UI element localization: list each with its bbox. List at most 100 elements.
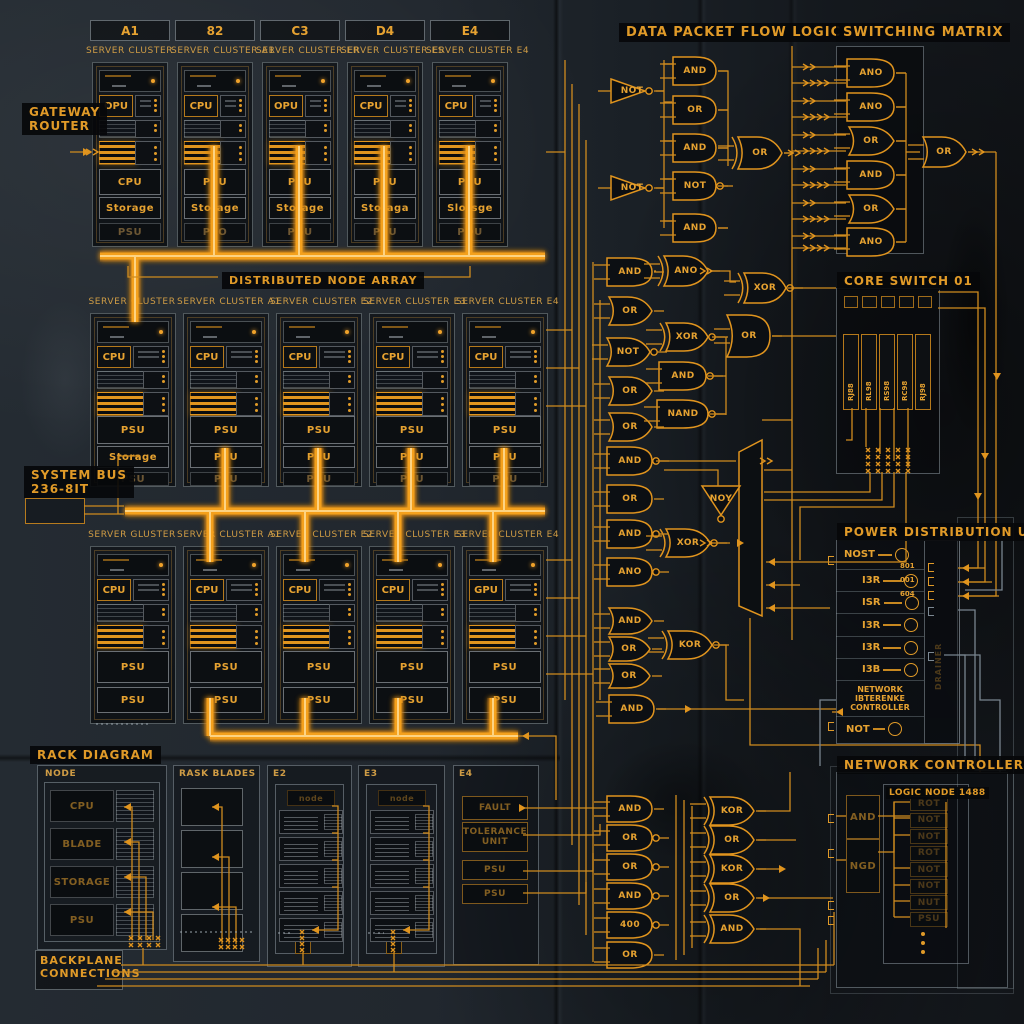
logic-gate-or: OR	[606, 663, 652, 689]
rack-slot: PSU	[469, 687, 541, 713]
io-module2	[236, 625, 262, 649]
status-led-icon	[159, 330, 163, 334]
rack-display	[184, 70, 246, 92]
io-module2	[220, 141, 246, 165]
gate-label: KOR	[678, 640, 702, 650]
blade-slot-0	[181, 788, 243, 826]
pdu-gray-stub-1	[928, 652, 934, 661]
nc-node-5: NOT	[910, 878, 948, 894]
port-block	[880, 296, 896, 308]
status-led-icon	[236, 79, 240, 83]
io-module2	[422, 625, 448, 649]
gate-label: OR	[724, 893, 740, 903]
vent-module	[469, 604, 517, 622]
io-module	[305, 120, 331, 138]
node-row-label-3: PSU	[50, 904, 114, 936]
module-stripes	[284, 841, 318, 857]
rack-slot: PSU	[376, 446, 448, 468]
rack-slot: Slorsge	[439, 197, 501, 219]
cpu-chip: CPU	[184, 95, 218, 117]
logic-gate-or: OR	[846, 126, 896, 156]
gate-label: XOR	[753, 283, 777, 293]
nc-left-stub-2	[828, 901, 834, 910]
node-panel-inner	[44, 782, 160, 942]
module-stripes	[284, 814, 318, 830]
rack-display	[354, 70, 416, 92]
cluster-title-1-1: SERVER CLUSTER A1	[177, 297, 281, 307]
core-card-0: RJ88	[843, 334, 859, 410]
dimm-module	[505, 346, 541, 368]
cpu-chip: CPU	[283, 346, 317, 368]
cpu-chip: CPU	[376, 579, 410, 601]
rack-header-2: C3	[260, 20, 340, 41]
e3-module-row-4	[370, 918, 434, 942]
logic-gate-ano: ANO	[846, 58, 896, 88]
module-grid	[324, 895, 342, 911]
status-led-icon	[531, 563, 535, 567]
rack-slot: PSU	[283, 651, 355, 683]
blade-slot-3	[181, 914, 243, 952]
drive-array-module	[376, 625, 424, 649]
rack-slot: PSU	[469, 651, 541, 683]
logic-gate-ano: ANO	[846, 227, 896, 257]
cluster-title-1-2: SERVER CLUSTER E2	[270, 297, 374, 307]
cluster-title-0-3: SERVER CLUSTER ES	[341, 46, 445, 56]
cluster-title-2-4: SERVER CLUSTER E4	[456, 530, 560, 540]
dimm-module	[475, 95, 501, 117]
nc-node-7: PSU	[910, 911, 948, 927]
module-grid	[324, 868, 342, 884]
logic-gate-and: AND	[672, 213, 718, 243]
core-card-label: RC98	[901, 380, 909, 401]
vent-module	[283, 371, 331, 389]
pdu-row-4: I3R	[836, 637, 924, 659]
system-bus-line1: SYSTEM BUS	[31, 468, 128, 482]
module-grid	[324, 922, 342, 938]
e4-slot-3: PSU	[462, 884, 528, 904]
dimm-module	[226, 346, 262, 368]
cluster-title-2-2: SERVER CLUSTER E2	[270, 530, 374, 540]
rack-slot: PSU	[97, 416, 169, 444]
gate-label: ANO	[618, 567, 642, 577]
io-module2	[390, 141, 416, 165]
texture-stain	[940, 200, 1010, 440]
core-card-label: RS98	[883, 380, 891, 401]
port-block	[899, 296, 914, 308]
gate-label: AND	[683, 223, 707, 233]
io-module	[329, 371, 355, 389]
rack-slot: PSU	[190, 446, 262, 468]
module-stripes	[375, 922, 409, 938]
status-led-icon	[252, 563, 256, 567]
pdu-breaker-icon	[894, 547, 909, 562]
gate-label: AND	[618, 456, 642, 466]
nc-node-1: NOT	[910, 812, 948, 828]
e2-module-row-3	[279, 891, 343, 915]
gate-label: XOR	[676, 538, 700, 548]
drive-array-module	[190, 392, 238, 416]
status-led-icon	[321, 79, 325, 83]
rack-display	[376, 554, 448, 576]
blades-panel-header: RASK BLADES	[179, 769, 256, 779]
rack-slot: PSU	[190, 651, 262, 683]
rack-slot: PSU	[376, 651, 448, 683]
rack-slot: PSU	[376, 416, 448, 444]
module-stripes	[375, 895, 409, 911]
pdu-title: POWER DISTRIBUTION UNIT	[837, 523, 1024, 541]
gate-label: ANO	[859, 102, 883, 112]
core-switch-title: CORE SWITCH 01	[837, 272, 980, 290]
io-module	[143, 604, 169, 622]
rack-slot: Storage	[184, 197, 246, 219]
gateway-router-label: GATEWAY ROUTER	[22, 103, 108, 135]
logic-gate-and: AND	[702, 914, 756, 944]
logic-gate-ano: ANO	[606, 557, 660, 587]
io-module2	[422, 392, 448, 416]
pdu-row-trace	[883, 668, 902, 671]
io-module	[475, 120, 501, 138]
pdu-row-3: I3R	[836, 614, 924, 637]
io-module2	[475, 141, 501, 165]
